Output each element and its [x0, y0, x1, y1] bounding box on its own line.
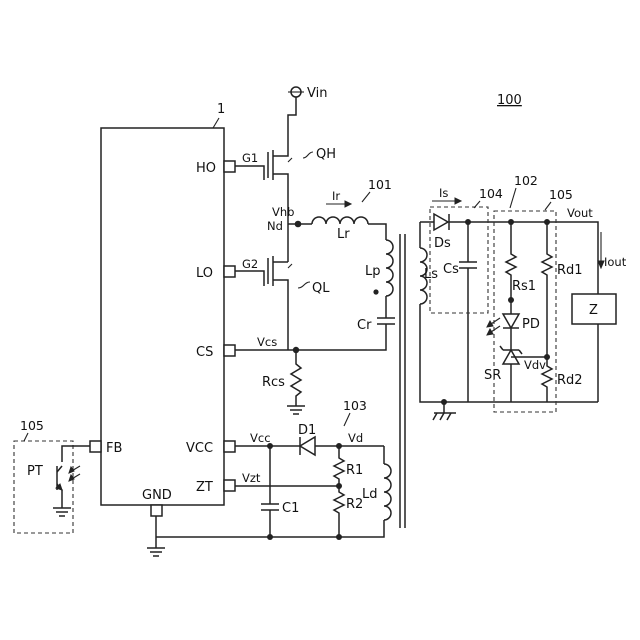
rcs-label: Rcs — [262, 375, 285, 390]
controller-ic: 1 HO LO CS FB VCC ZT GND — [90, 102, 235, 516]
block-105-primary-label: 105 — [20, 418, 44, 433]
transformer-core — [400, 234, 405, 528]
block-104-label: 104 — [479, 186, 503, 201]
g1-label: G1 — [242, 151, 258, 165]
ir-label: Ir — [332, 189, 340, 203]
rd1-label: Rd1 — [557, 263, 583, 278]
block-101-label: 101 — [368, 177, 392, 192]
vdv-label: Vdv — [524, 358, 546, 372]
pt-label: PT — [27, 464, 43, 479]
cs-label: Cs — [443, 262, 459, 277]
current-sense-resistor: Rcs — [262, 350, 305, 414]
vd-label: Vd — [348, 431, 363, 445]
ld-label: Ld — [362, 487, 378, 502]
vout-label: Vout — [567, 206, 593, 220]
is-label: Is — [439, 186, 448, 200]
vhb-label: Vhb — [272, 205, 294, 219]
g2-label: G2 — [242, 257, 258, 271]
primary-ground — [147, 516, 165, 556]
optocoupler-primary: 105 PT — [14, 418, 90, 533]
pin-lo: LO — [196, 266, 213, 281]
r2-label: R2 — [346, 497, 363, 512]
high-side-switch: QH G1 — [235, 147, 336, 198]
low-side-switch: QL G2 — [235, 256, 330, 350]
r1-label: R1 — [346, 463, 363, 478]
block-105-secondary-label: 105 — [549, 187, 573, 202]
pin-fb: FB — [106, 441, 122, 456]
pin-zt: ZT — [196, 480, 213, 495]
controller-ref: 1 — [217, 102, 225, 117]
pin-cs: CS — [196, 345, 213, 360]
figure-number: 100 — [497, 93, 522, 108]
resonant-tank: Lr Ir Lp Cr 101 — [235, 177, 395, 350]
feedback-secondary: Vout Rs1 PD SR Vdv Rd1 Rd2 102 10 — [484, 173, 593, 412]
input-terminal: Vin — [288, 86, 327, 148]
pin-ho: HO — [196, 161, 216, 176]
z-label: Z — [589, 303, 598, 318]
vin-label: Vin — [307, 86, 327, 101]
lr-label: Lr — [337, 227, 350, 242]
nd-label: Nd — [267, 219, 283, 233]
pin-vcc: VCC — [186, 441, 213, 456]
iout-label: Iout — [604, 255, 627, 269]
ds-label: Ds — [434, 236, 451, 251]
ql-label: QL — [312, 281, 330, 296]
rs1-label: Rs1 — [512, 279, 536, 294]
block-102-label: 102 — [514, 173, 538, 188]
pd-label: PD — [522, 317, 540, 332]
block-103-label: 103 — [343, 398, 367, 413]
vcc-label: Vcc — [250, 431, 271, 445]
ls-label: Ls — [424, 267, 438, 282]
vzt-label: Vzt — [242, 471, 261, 485]
qh-label: QH — [316, 147, 336, 162]
vcs-label: Vcs — [257, 335, 277, 349]
rd2-label: Rd2 — [557, 373, 583, 388]
d1-label: D1 — [298, 423, 316, 438]
pin-gnd: GND — [142, 488, 172, 503]
lp-label: Lp — [365, 264, 381, 279]
c1-label: C1 — [282, 501, 299, 516]
sr-label: SR — [484, 368, 501, 383]
cr-label: Cr — [357, 318, 372, 333]
